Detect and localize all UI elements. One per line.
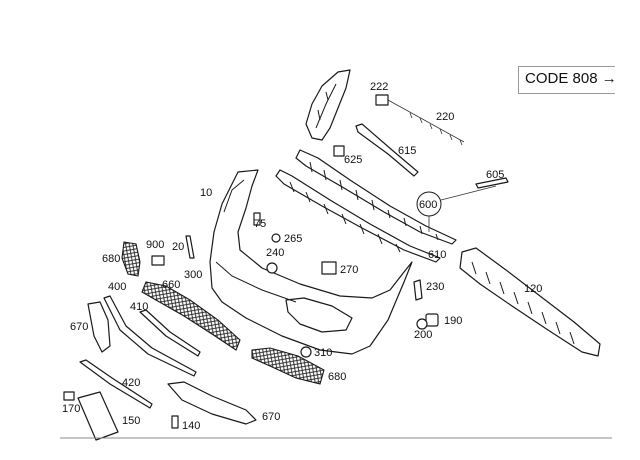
part-200-nut — [416, 318, 428, 330]
label-265: 265 — [284, 233, 302, 245]
part-310-clip — [300, 346, 312, 358]
label-170: 170 — [62, 403, 80, 415]
label-150: 150 — [122, 415, 140, 427]
part-400-trim — [103, 295, 197, 377]
label-190: 190 — [444, 315, 462, 327]
label-200: 200 — [414, 329, 432, 341]
part-605-strip — [475, 177, 509, 189]
label-615: 615 — [398, 145, 416, 157]
label-625: 625 — [344, 154, 362, 166]
label-900: 900 — [146, 239, 164, 251]
label-610: 610 — [428, 249, 446, 261]
part-120-energy-absorber — [459, 247, 601, 357]
label-680-upper: 680 — [102, 253, 120, 265]
label-300: 300 — [184, 269, 202, 281]
part-670-fog-trim-left — [87, 301, 111, 353]
label-222: 222 — [370, 81, 388, 93]
part-150-plate-holder — [77, 391, 119, 441]
code-reference-box: CODE 808 → — [518, 66, 617, 94]
part-680-grille-upper-left — [121, 241, 141, 277]
part-615-trim-strip — [355, 123, 419, 177]
label-120: 120 — [524, 283, 542, 295]
label-20: 20 — [172, 241, 184, 253]
label-660: 660 — [162, 279, 180, 291]
part-230-bolt — [413, 279, 423, 301]
part-420-strip — [79, 359, 153, 409]
label-420: 420 — [122, 377, 140, 389]
part-240-clip — [266, 262, 278, 274]
label-670-left: 670 — [70, 321, 88, 333]
label-410: 410 — [130, 301, 148, 313]
label-605: 605 — [486, 169, 504, 181]
part-220-absorber-top — [305, 69, 351, 141]
label-600: 600 — [419, 199, 437, 211]
part-625-clip — [333, 145, 345, 157]
part-140-clip — [171, 415, 179, 429]
label-140: 140 — [182, 420, 200, 432]
part-75-clip — [253, 212, 261, 226]
code-label: CODE 808 — [525, 70, 598, 87]
part-10-bumper-cover — [209, 169, 413, 355]
label-10: 10 — [200, 187, 212, 199]
part-170-screw — [63, 391, 75, 401]
part-670-lower-trim — [167, 381, 257, 425]
part-20-bracket — [185, 235, 195, 259]
part-660-center-grille — [141, 281, 241, 351]
label-310: 310 — [314, 347, 332, 359]
label-230: 230 — [426, 281, 444, 293]
part-190-sensor — [425, 313, 439, 327]
label-75: 75 — [254, 218, 266, 230]
part-270-cap — [321, 261, 337, 275]
label-220: 220 — [436, 111, 454, 123]
part-900-bracket — [151, 255, 165, 266]
part-410-trim — [139, 309, 201, 357]
arrow-right-icon: → — [601, 70, 617, 87]
part-600-marker — [416, 185, 497, 232]
label-240: 240 — [266, 247, 284, 259]
label-270: 270 — [340, 264, 358, 276]
label-400: 400 — [108, 281, 126, 293]
label-670-lower: 670 — [262, 411, 280, 423]
label-680-lower: 680 — [328, 371, 346, 383]
part-265-screw — [271, 233, 281, 243]
part-610-support-rail — [275, 149, 457, 263]
part-680-lower-grille — [251, 347, 325, 385]
part-labels: 222 220 615 625 605 10 600 75 265 900 20… — [62, 81, 542, 432]
part-222-clip — [375, 94, 465, 146]
